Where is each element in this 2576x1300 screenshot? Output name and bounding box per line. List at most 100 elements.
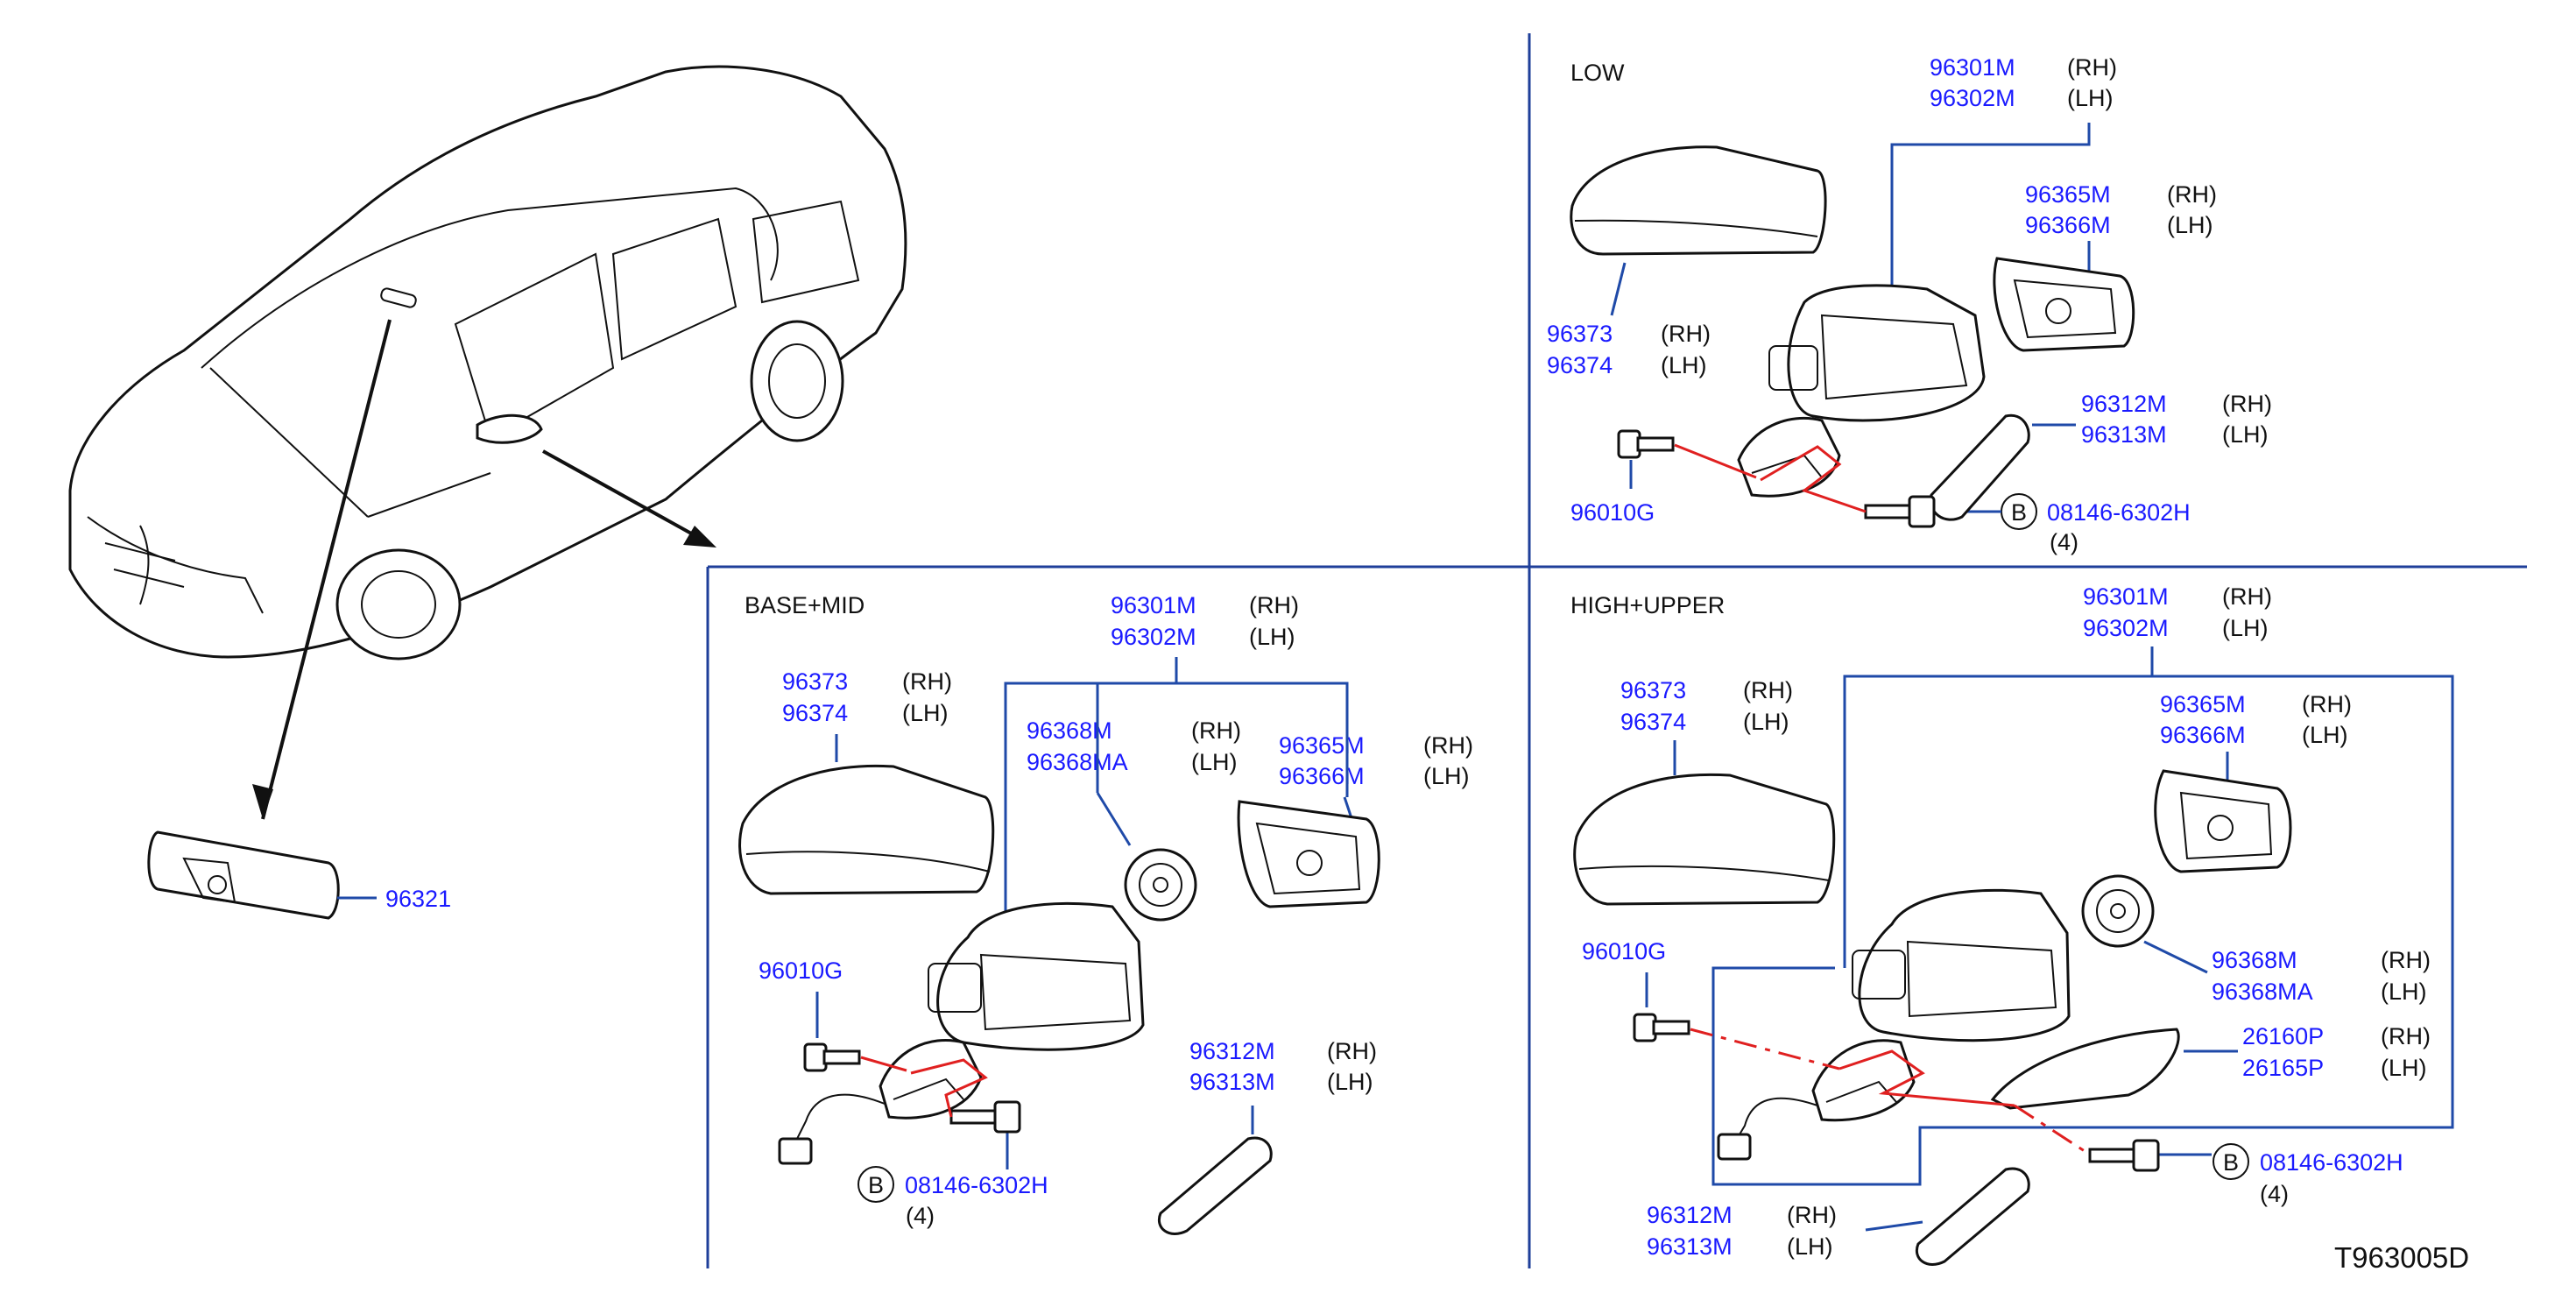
high-assembly-lh: 96302M (2083, 615, 2169, 641)
base-bolt-ref-circle (857, 1166, 894, 1203)
base-actuator-rh: 96368M (1027, 717, 1112, 744)
high-actuator-lh: 96368MA (2212, 979, 2313, 1005)
base-bolt-drawing (949, 1100, 1021, 1134)
low-lower-cover-lh-side: (LH) (2222, 421, 2269, 448)
high-assembly-rh: 96301M (2083, 583, 2169, 610)
base-glass-rh: 96365M (1279, 732, 1365, 759)
high-cover-lh: 96374 (1620, 709, 1686, 735)
low-mirror-body-drawing (1737, 284, 1986, 498)
high-assembly-lh-side: (LH) (2222, 615, 2269, 641)
low-mirror-glass-drawing (1993, 257, 2135, 352)
section-low: LOW 96301M (RH) 96302M (LH) 96365M (RH) … (1547, 54, 2272, 555)
base-lower-cover-drawing (1157, 1136, 1273, 1235)
high-mirror-glass-drawing (2154, 769, 2292, 873)
base-assembly-rh-side: (RH) (1249, 592, 1299, 618)
inner-rearview-mirror (147, 830, 377, 920)
low-lower-cover-lh: 96313M (2081, 421, 2167, 448)
section-base-mid: BASE+MID 96301M (RH) 96302M (LH) 96373 (… (738, 592, 1473, 1235)
low-assembly-lh-side: (LH) (2067, 85, 2114, 111)
base-bolt-qty: (4) (906, 1203, 935, 1229)
base-actuator-rh-side: (RH) (1191, 717, 1241, 744)
base-assembly-lh-side: (LH) (1249, 624, 1295, 650)
high-lower-cover-drawing (1915, 1167, 2030, 1266)
high-cover-rh-side: (RH) (1743, 677, 1793, 703)
base-assembly-lh: 96302M (1111, 624, 1196, 650)
base-bolt-ref-letter: B (868, 1172, 884, 1198)
high-glass-rh: 96365M (2160, 691, 2246, 717)
high-turn-lamp-drawing (1990, 1028, 2180, 1110)
section-frames (706, 33, 2527, 1268)
section-base-mid-title: BASE+MID (745, 592, 865, 618)
low-cover-lh: 96374 (1547, 352, 1613, 378)
high-glass-rh-side: (RH) (2302, 691, 2352, 717)
low-cover-rh: 96373 (1547, 321, 1613, 347)
low-assembly-rh: 96301M (1930, 54, 2015, 81)
section-low-title: LOW (1570, 60, 1625, 86)
high-turn-lamp-rh: 26160P (2242, 1023, 2324, 1049)
section-high-upper-title: HIGH+UPPER (1570, 592, 1725, 618)
high-cover-rh: 96373 (1620, 677, 1686, 703)
diagram-code: T963005D (2334, 1241, 2469, 1274)
base-assembly-rh: 96301M (1111, 592, 1196, 618)
low-cover-lh-side: (LH) (1661, 352, 1707, 378)
base-cover-rh: 96373 (782, 668, 848, 695)
low-lower-cover-rh: 96312M (2081, 391, 2167, 417)
high-lower-cover-rh-side: (RH) (1787, 1202, 1837, 1228)
base-glass-rh-side: (RH) (1423, 732, 1473, 759)
low-bolt: 08146-6302H (2047, 499, 2191, 526)
base-mirror-cover-drawing (738, 764, 995, 895)
low-assembly-rh-side: (RH) (2067, 54, 2117, 81)
base-lower-cover-rh-side: (RH) (1327, 1038, 1377, 1064)
high-turn-lamp-rh-side: (RH) (2381, 1023, 2431, 1049)
base-glass-lh: 96366M (1279, 763, 1365, 789)
high-actuator-lh-side: (LH) (2381, 979, 2427, 1005)
high-mirror-body-drawing (1717, 888, 2071, 1161)
high-bolt-ref-letter: B (2223, 1149, 2239, 1176)
high-glass-lh-side: (LH) (2302, 722, 2348, 748)
high-actuator-drawing (2081, 874, 2155, 948)
high-turn-lamp-lh: 26165P (2242, 1055, 2324, 1081)
high-actuator-rh: 96368M (2212, 947, 2297, 973)
base-cover-rh-side: (RH) (902, 668, 952, 695)
base-cover-lh-side: (LH) (902, 700, 949, 726)
inner-mirror-part-number: 96321 (385, 886, 451, 912)
base-lower-cover-lh-side: (LH) (1327, 1069, 1373, 1095)
low-assembly-lh: 96302M (1930, 85, 2015, 111)
low-glass-rh-side: (RH) (2167, 181, 2217, 208)
car-illustration (68, 65, 907, 820)
high-screw-drawing (1633, 1013, 1690, 1042)
high-bolt: 08146-6302H (2260, 1149, 2403, 1176)
high-lower-cover-lh: 96313M (1647, 1233, 1733, 1260)
high-bolt-ref-circle (2213, 1143, 2249, 1180)
high-lower-cover-rh: 96312M (1647, 1202, 1733, 1228)
base-actuator-drawing (1124, 848, 1197, 922)
low-bolt-ref-letter: B (2011, 499, 2027, 526)
base-actuator-lh: 96368MA (1027, 749, 1128, 775)
base-glass-lh-side: (LH) (1423, 763, 1470, 789)
low-lower-cover-rh-side: (RH) (2222, 391, 2272, 417)
high-turn-lamp-lh-side: (LH) (2381, 1055, 2427, 1081)
low-bolt-drawing (1864, 495, 1936, 528)
base-cover-lh: 96374 (782, 700, 848, 726)
base-bolt: 08146-6302H (905, 1172, 1048, 1198)
low-glass-rh: 96365M (2025, 181, 2111, 208)
base-actuator-lh-side: (LH) (1191, 749, 1238, 775)
low-glass-lh-side: (LH) (2167, 212, 2213, 238)
base-lower-cover-rh: 96312M (1189, 1038, 1275, 1064)
low-screw-drawing (1617, 429, 1675, 459)
base-mirror-glass-drawing (1237, 800, 1380, 908)
high-bolt-drawing (2088, 1139, 2160, 1172)
high-lower-cover-lh-side: (LH) (1787, 1233, 1833, 1260)
high-assembly-rh-side: (RH) (2222, 583, 2272, 610)
high-screw: 96010G (1582, 938, 1666, 964)
low-bolt-qty: (4) (2050, 529, 2078, 555)
high-actuator-rh-side: (RH) (2381, 947, 2431, 973)
high-bolt-qty: (4) (2260, 1181, 2289, 1207)
low-cover-rh-side: (RH) (1661, 321, 1711, 347)
low-mirror-cover-drawing (1570, 145, 1827, 256)
base-screw: 96010G (759, 957, 843, 984)
low-glass-lh: 96366M (2025, 212, 2111, 238)
high-cover-lh-side: (LH) (1743, 709, 1789, 735)
section-high-upper: HIGH+UPPER 96301M (RH) 96302M (LH) 96373… (1570, 583, 2454, 1266)
